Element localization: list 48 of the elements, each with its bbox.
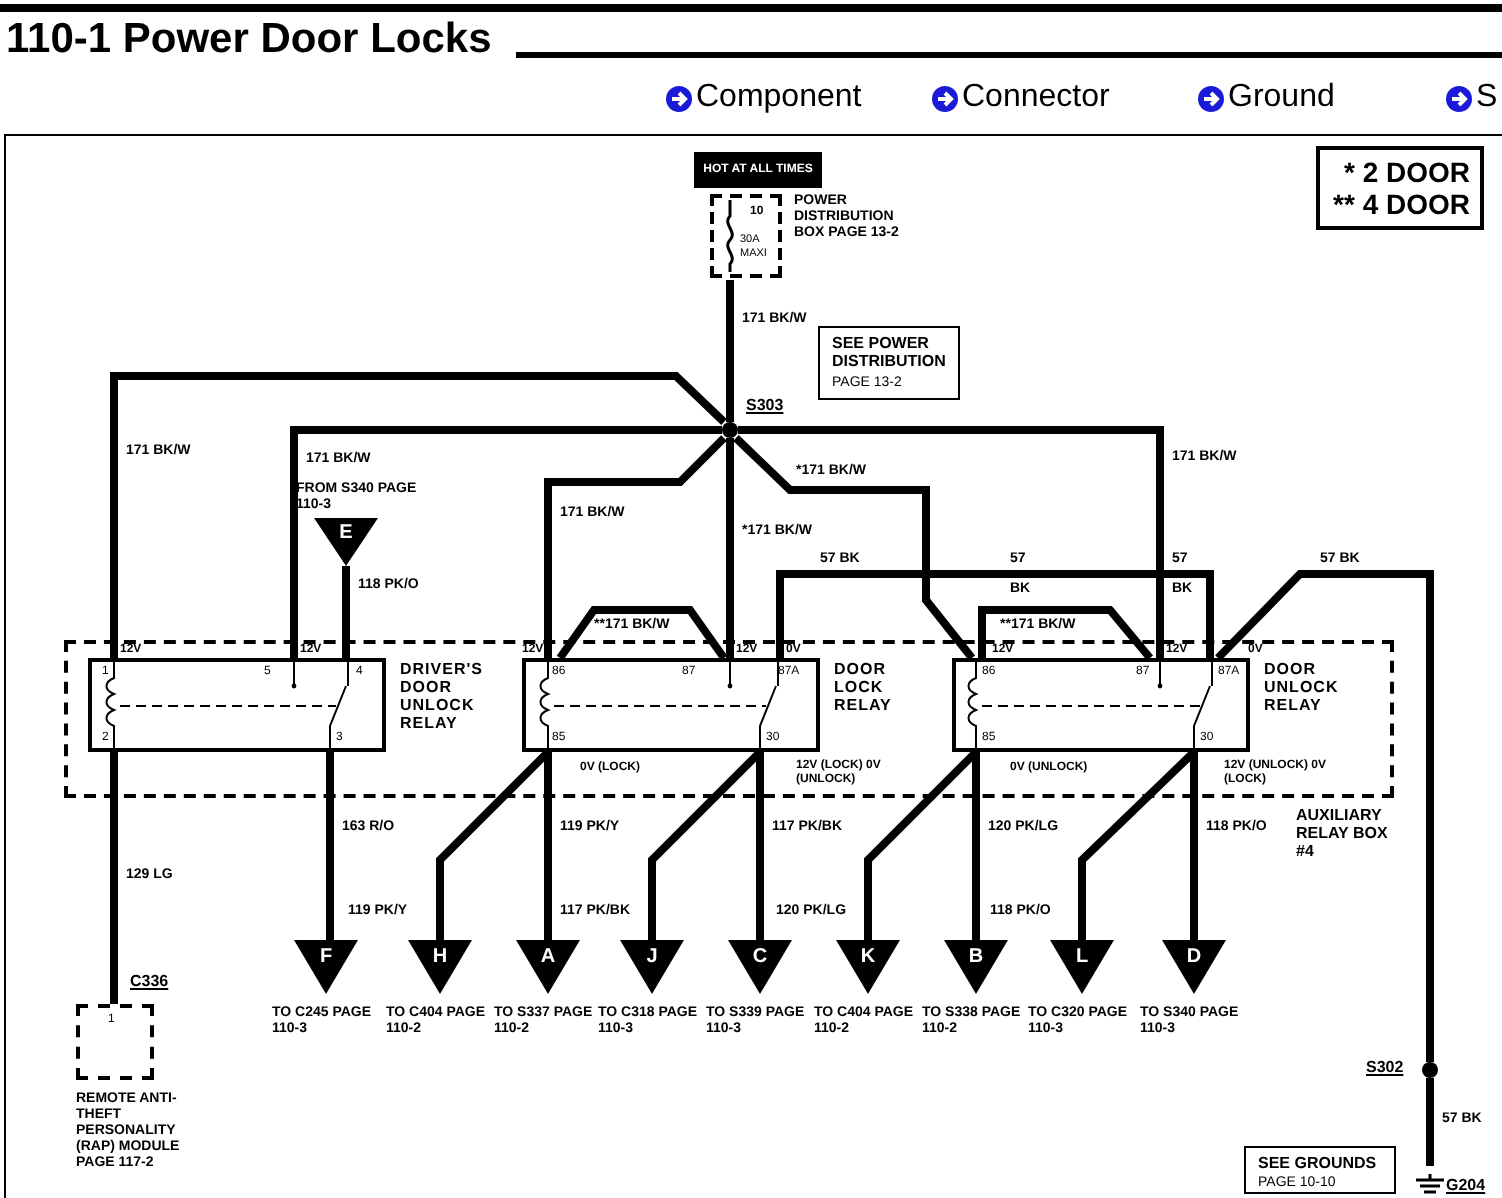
note-box xyxy=(1244,1146,1396,1194)
relay-name: DOOR LOCK RELAY xyxy=(834,660,894,714)
nav-link: Connector xyxy=(962,80,1110,116)
page-title: 110-1 Power Door Locks xyxy=(6,16,492,64)
wire xyxy=(776,570,1214,658)
wire xyxy=(544,435,727,658)
wire xyxy=(972,752,980,940)
legend-entry: * 2 DOOR xyxy=(1343,156,1470,188)
nav-link: Component xyxy=(696,80,862,116)
relay-box-name: AUXILIARY RELAY BOX #4 xyxy=(1296,806,1390,860)
wire xyxy=(110,372,727,658)
wire xyxy=(544,752,552,940)
connector-name: C336 xyxy=(130,972,169,990)
wire xyxy=(342,566,350,658)
wire xyxy=(978,606,1154,661)
wire xyxy=(290,426,722,658)
ground-name: G204 xyxy=(1446,1176,1486,1194)
nav-link: S xyxy=(1476,80,1498,116)
note-text: SEE GROUNDS xyxy=(1258,1154,1379,1172)
note-text: SEE POWER DISTRIBUTION xyxy=(832,334,948,370)
wire xyxy=(726,438,734,658)
legend-entry: ** 4 DOOR xyxy=(1333,188,1470,220)
connector-letter: H xyxy=(430,946,450,970)
wire xyxy=(556,606,728,661)
splice-name: S303 xyxy=(746,396,784,414)
wire xyxy=(1190,752,1198,940)
wire xyxy=(756,752,764,940)
wire xyxy=(733,435,976,661)
nav-link: Ground xyxy=(1228,80,1335,116)
wire xyxy=(1215,570,1434,1062)
connector-letter: B xyxy=(966,946,986,970)
wire xyxy=(326,752,334,940)
wire xyxy=(110,752,118,1004)
connector-letter: C xyxy=(750,946,770,970)
relay-name: DOOR UNLOCK RELAY xyxy=(1264,660,1341,714)
splice-name: S302 xyxy=(1366,1058,1404,1076)
note-box xyxy=(818,326,960,400)
connector-letter: J xyxy=(644,946,660,970)
connector-letter: L xyxy=(1073,946,1091,970)
connector-letter: A xyxy=(538,946,558,970)
relay-name: DRIVER'S DOOR UNLOCK RELAY xyxy=(400,660,485,732)
connector-letter: K xyxy=(858,946,878,970)
connector-letter: E xyxy=(337,522,355,546)
wire xyxy=(726,280,734,422)
wire xyxy=(1426,1078,1434,1166)
wire xyxy=(738,426,1164,658)
connector-letter: F xyxy=(317,946,335,970)
connector-letter: D xyxy=(1184,946,1204,970)
